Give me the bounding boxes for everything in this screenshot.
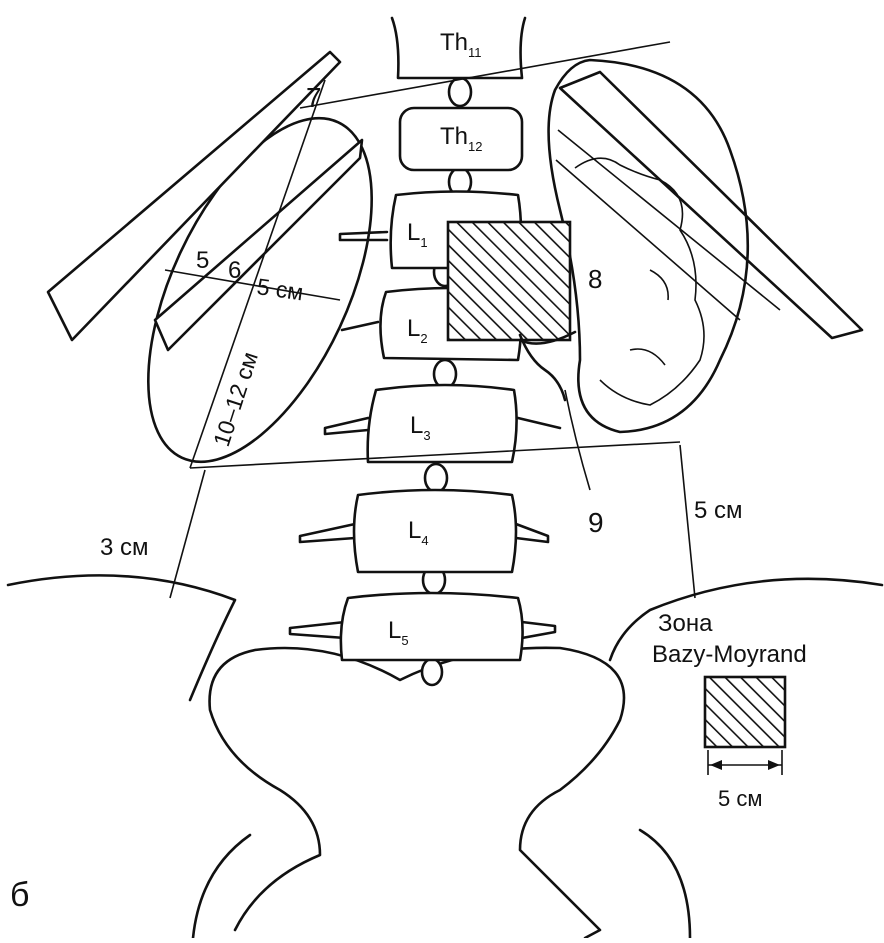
label-6: 6 — [228, 257, 241, 284]
vertebra-l3 — [368, 385, 517, 462]
right-lower-guide — [680, 445, 695, 598]
left-distance-label: 3 см — [100, 534, 149, 561]
sacrum — [210, 648, 624, 938]
label-8: 8 — [588, 264, 602, 294]
width-label: 5 см — [255, 273, 305, 305]
pointer-9 — [565, 390, 590, 490]
legend: Зона Bazy-Moyrand 5 см — [652, 610, 807, 811]
right-distance-label: 5 см — [694, 497, 743, 524]
left-lower-guide — [170, 470, 205, 598]
label-5: 5 — [196, 247, 209, 274]
legend-title-line2: Bazy-Moyrand — [652, 641, 807, 668]
legend-arrow-right — [768, 760, 780, 770]
vertebra-l5 — [341, 593, 523, 660]
left-iliac-crest — [8, 575, 235, 700]
length-label: 10–12 см — [208, 349, 263, 450]
legend-swatch — [705, 677, 785, 747]
legend-title-line1: Зона — [658, 610, 713, 637]
pelvis-lower-right — [640, 830, 690, 938]
left-rib-lower — [155, 140, 362, 350]
label-7: 7 — [306, 82, 322, 113]
ureter — [520, 332, 575, 400]
right-kidney — [549, 60, 748, 432]
legend-scale-label: 5 см — [718, 786, 762, 811]
panel-letter: б — [10, 876, 29, 914]
label-9: 9 — [588, 507, 604, 538]
legend-arrow-left — [710, 760, 722, 770]
vertebra-l4 — [354, 490, 516, 572]
bazy-moyrand-zone — [448, 222, 570, 340]
